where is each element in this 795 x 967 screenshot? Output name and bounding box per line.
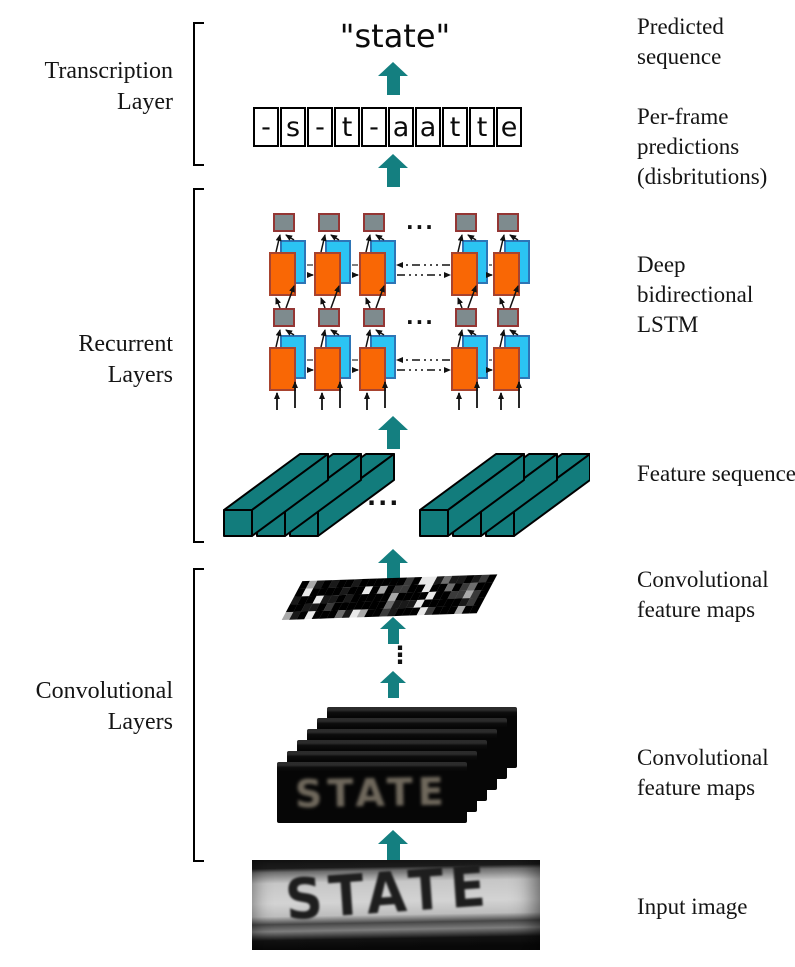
label-convolutional-layers: Convolutional Layers <box>35 678 173 735</box>
lstm-output-box <box>363 213 385 232</box>
frame-cell: a <box>388 107 414 147</box>
frame-cell: s <box>280 107 306 147</box>
conv-feature-maps-stack: STATESTATESTATESTATESTATESTATE <box>277 696 532 828</box>
frame-cell: - <box>307 107 333 147</box>
bracket-convolutional <box>193 568 204 862</box>
lstm-output-box <box>455 308 477 327</box>
lstm-forward-cell <box>359 252 386 296</box>
label-recurrent-layers: Recurrent Layers <box>78 331 173 388</box>
frame-cell: - <box>253 107 279 147</box>
lstm-unit <box>359 308 396 410</box>
lstm-unit <box>359 213 396 309</box>
lstm-unit <box>269 308 306 410</box>
ellipsis-gray-top: ... <box>406 210 435 234</box>
lstm-layer-2 <box>269 213 530 309</box>
ellipsis-feature-sequence: ... <box>367 483 401 511</box>
label-predicted-sequence: Predicted sequence <box>637 14 724 69</box>
ellipsis-gray-mid: ... <box>406 305 435 329</box>
frame-cell: t <box>442 107 468 147</box>
lstm-output-box <box>363 308 385 327</box>
up-arrow-icon <box>378 549 408 582</box>
lstm-forward-cell <box>314 347 341 391</box>
lstm-unit <box>269 213 306 309</box>
lstm-forward-cell <box>269 347 296 391</box>
lstm-layer-1 <box>269 308 530 410</box>
frame-cell: t <box>469 107 495 147</box>
feature-map-word: STATE <box>294 769 450 816</box>
label-per-frame-predictions: Per-frame predictions (disbritutions) <box>637 104 768 189</box>
feature-bar <box>419 453 525 537</box>
label-input-image: Input image <box>637 894 748 919</box>
label-transcription-layer: Transcription Layer <box>44 58 173 115</box>
lstm-output-box <box>497 213 519 232</box>
frame-cell: e <box>496 107 522 147</box>
conv-feature-map-strip <box>280 573 505 623</box>
frame-cell: a <box>415 107 441 147</box>
up-arrow-icon <box>378 830 408 863</box>
lstm-output-box <box>273 213 295 232</box>
lstm-forward-cell <box>451 252 478 296</box>
lstm-forward-cell <box>314 252 341 296</box>
label-deep-bidirectional-lstm: Deep bidirectional LSTM <box>637 252 754 337</box>
lstm-output-box <box>318 213 340 232</box>
lstm-output-box <box>497 308 519 327</box>
lstm-forward-cell <box>359 347 386 391</box>
lstm-forward-cell <box>451 347 478 391</box>
lstm-forward-cell <box>493 252 520 296</box>
lstm-unit <box>451 213 488 309</box>
lstm-unit <box>314 308 351 410</box>
up-arrow-icon <box>378 416 408 449</box>
up-arrow-icon <box>380 617 406 644</box>
label-feature-sequence: Feature sequence <box>637 461 795 486</box>
lstm-output-box <box>273 308 295 327</box>
label-conv-feature-maps-2: Convolutional feature maps <box>637 745 769 800</box>
lstm-output-box <box>318 308 340 327</box>
up-arrow-icon <box>380 671 406 698</box>
up-arrow-icon <box>378 154 408 187</box>
bracket-recurrent <box>193 188 204 543</box>
lstm-unit <box>314 213 351 309</box>
feature-map-layer: STATE <box>277 762 467 823</box>
lstm-unit <box>493 213 530 309</box>
bracket-transcription <box>193 22 204 166</box>
lstm-unit <box>493 308 530 410</box>
predicted-sequence-text: "state" <box>339 17 451 55</box>
ellipsis-vertical: ⋮ <box>388 641 412 669</box>
feature-sequence <box>223 453 590 537</box>
input-image: STATE <box>252 860 540 950</box>
frame-cell: t <box>334 107 360 147</box>
lstm-unit <box>451 308 488 410</box>
lstm-forward-cell <box>269 252 296 296</box>
frame-cell: - <box>361 107 387 147</box>
feature-bar <box>223 453 329 537</box>
input-image-word: STATE <box>283 860 494 934</box>
lstm-output-box <box>455 213 477 232</box>
feature-map-streak <box>277 762 467 823</box>
label-conv-feature-maps-1: Convolutional feature maps <box>637 567 769 622</box>
up-arrow-icon <box>378 62 408 95</box>
lstm-forward-cell <box>493 347 520 391</box>
lstm-diagram <box>269 213 530 410</box>
